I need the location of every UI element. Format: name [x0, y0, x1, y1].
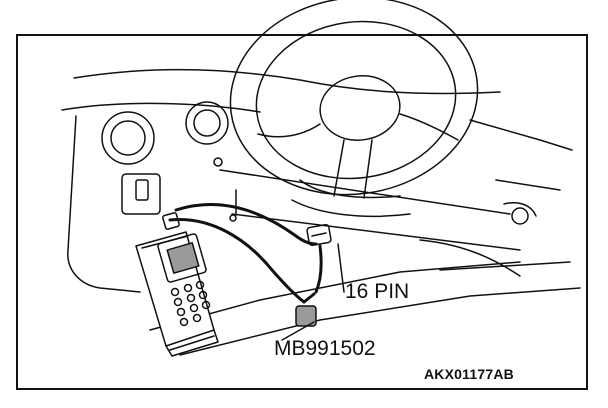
- figure-code: AKX01177AB: [424, 366, 514, 382]
- tester-cable-lower: [168, 218, 306, 304]
- tool-part-number-label: MB991502: [274, 337, 376, 360]
- steering-wheel-spoke-right: [399, 113, 459, 141]
- switch-panel: [121, 173, 161, 215]
- steering-wheel-inner-rim: [255, 20, 457, 180]
- adapter-leader-line: [281, 321, 315, 341]
- dashboard-top-edge: [73, 69, 501, 95]
- left-panel-outline: [67, 115, 141, 293]
- scan-tool-port: [162, 212, 180, 230]
- dlc-16-pin-connector: [306, 223, 332, 247]
- left-round-vent: [101, 111, 155, 165]
- center-round-vent: [185, 101, 229, 145]
- connector-label: 16 PIN: [345, 280, 410, 303]
- steering-column: [299, 179, 401, 199]
- steering-wheel-spoke-bottom: [333, 139, 345, 197]
- tester-cable-upper: [174, 203, 318, 246]
- scan-tool-body: [135, 231, 219, 357]
- lower-dash-shelf: [219, 169, 511, 215]
- adapter-harness: [314, 244, 323, 294]
- steering-wheel-spoke-left: [257, 123, 321, 138]
- dashboard-lower-edge: [61, 102, 261, 113]
- right-console: [469, 119, 573, 151]
- steering-wheel-hub: [319, 75, 401, 141]
- connector-leader-line: [337, 243, 345, 293]
